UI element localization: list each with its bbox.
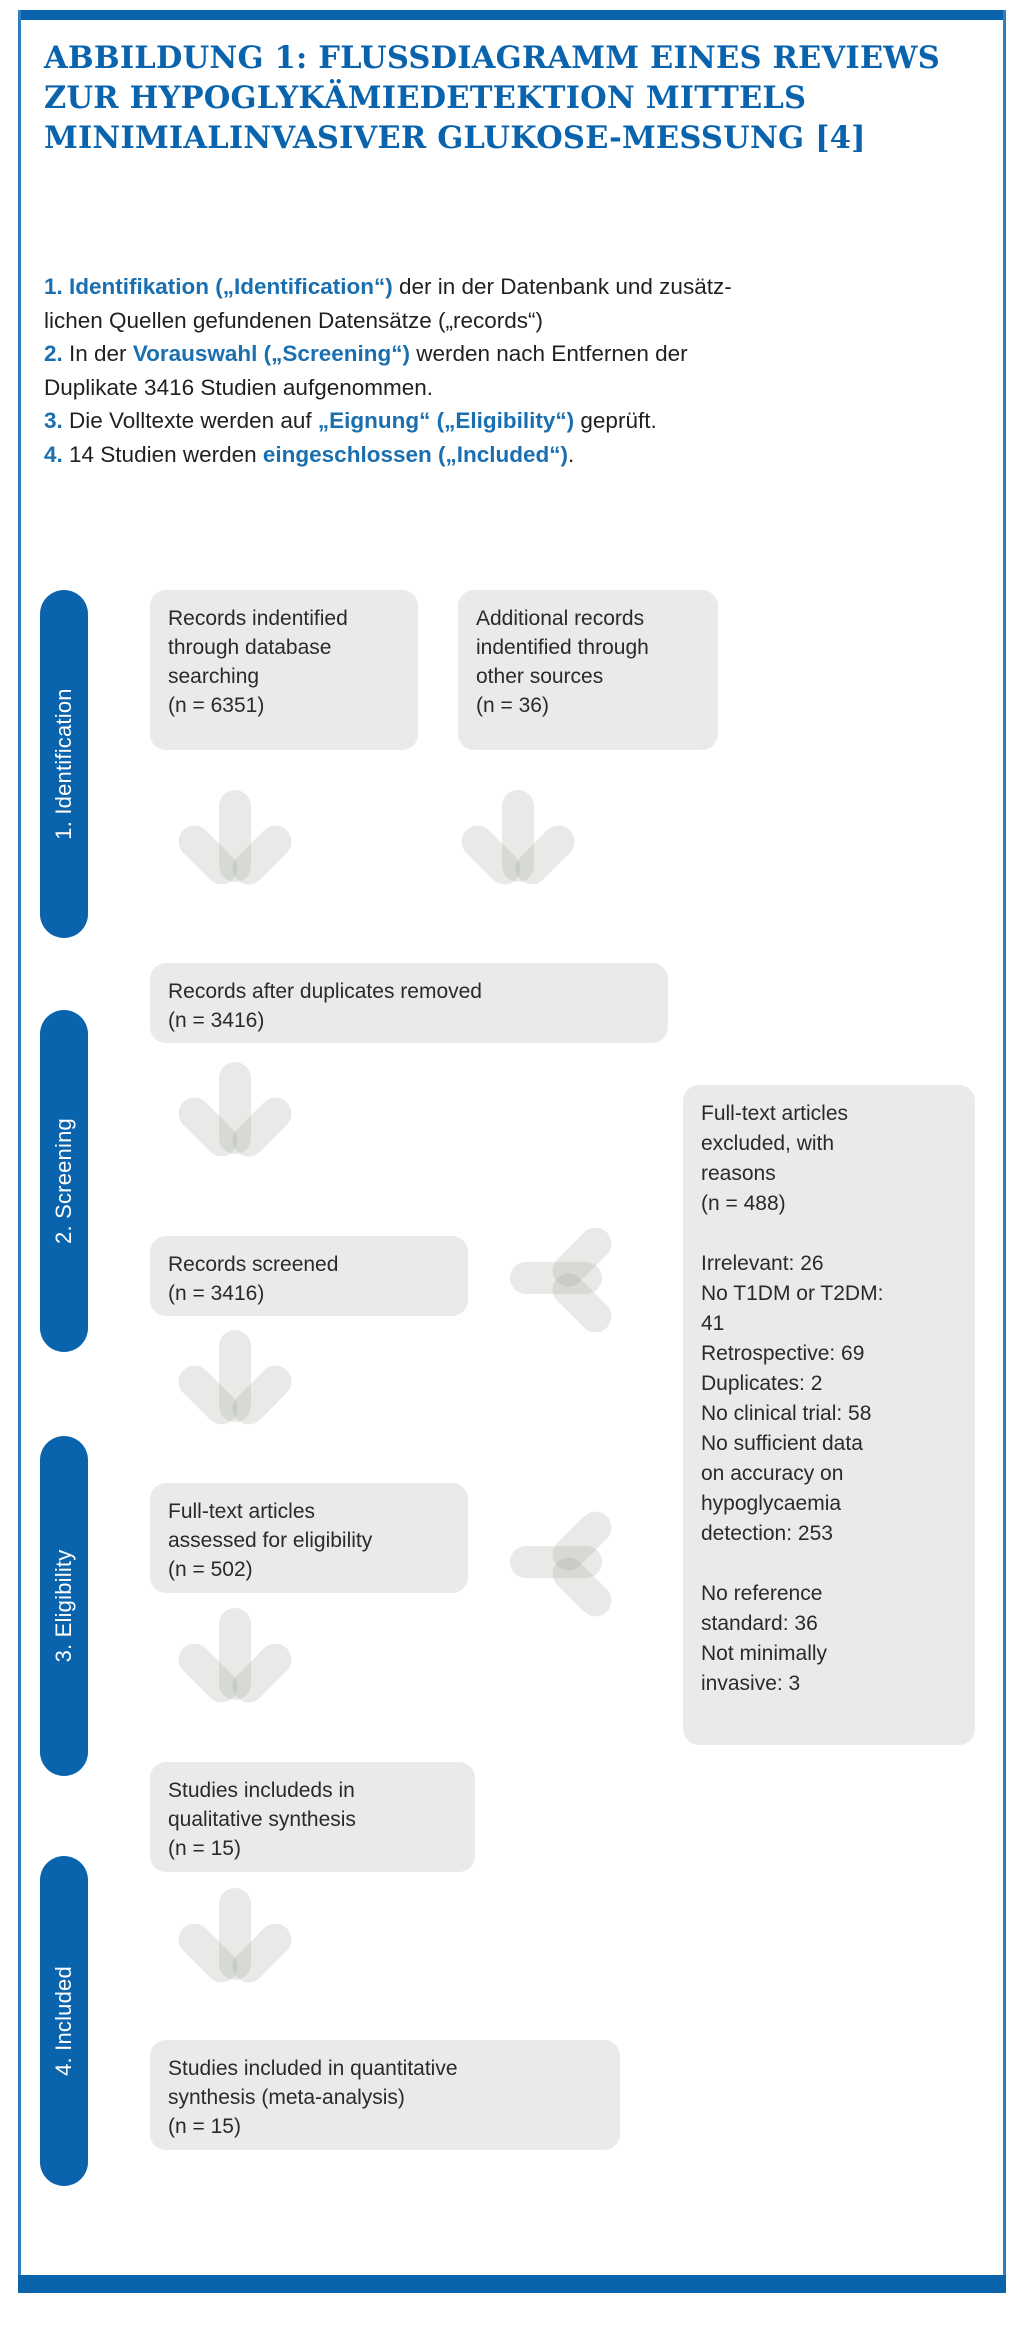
arrow-right-icon-2 [510, 1504, 630, 1624]
frame-bottom-bar [18, 2275, 1006, 2293]
node-records-other-sources: Additional records indentified through o… [458, 590, 718, 750]
caption-1-rest: der in der Datenbank und zusätz- [392, 274, 732, 299]
caption-3-a: Die Volltexte werden auf [62, 408, 318, 433]
node-qualitative-synthesis: Studies includeds in qualitative synthes… [150, 1762, 475, 1872]
arrow-down-icon-2 [454, 790, 582, 896]
node-fulltext-assessed: Full-text articles assessed for eligibil… [150, 1483, 468, 1593]
caption-4-highlight: eingeschlossen („Included“) [262, 441, 568, 467]
caption-2-highlight: Vorauswahl („Screening“) [132, 341, 410, 366]
arrow-down-icon-1 [171, 790, 299, 896]
caption-item-4: 4. 14 Studien werden eingeschlossen („In… [44, 438, 984, 472]
frame-top-bar [18, 10, 1006, 20]
stage-label-identification: 1. Identification [51, 688, 76, 840]
arrow-down-icon-4 [171, 1330, 299, 1436]
node-records-screened: Records screened (n = 3416) [150, 1236, 468, 1316]
caption-2-number: 2. [44, 341, 63, 366]
caption-3-highlight: „Eignung“ („Eligibility“) [317, 408, 575, 433]
stage-pill-screening: 2. Screening [40, 1010, 88, 1352]
caption-4-b: . [567, 441, 575, 467]
stage-label-screening: 2. Screening [51, 1118, 76, 1244]
arrow-down-icon-3 [171, 1062, 299, 1168]
stage-label-eligibility: 3. Eligibility [51, 1549, 76, 1663]
caption-2-b: werden nach Entfernen der [409, 341, 688, 366]
caption-item-3: 3. Die Volltexte werden auf „Eignung“ („… [44, 404, 984, 438]
node-records-after-duplicates: Records after duplicates removed (n = 34… [150, 963, 668, 1043]
frame-right-border [1003, 10, 1006, 2293]
stage-pill-included: 4. Included [40, 1856, 88, 2186]
figure-caption-list: 1. Identifikation („Identification“) der… [44, 270, 984, 471]
arrow-right-icon-1 [510, 1220, 630, 1340]
caption-item-1: 1. Identifikation („Identification“) der… [44, 270, 984, 304]
caption-4-a: 14 Studien werden [62, 441, 263, 467]
node-quantitative-synthesis: Studies included in quantitative synthes… [150, 2040, 620, 2150]
frame-left-border [18, 10, 21, 2293]
stage-label-included: 4. Included [51, 1966, 76, 2076]
caption-item-1-cont: lichen Quellen gefundenen Datensätze („r… [44, 307, 544, 333]
arrow-down-icon-6 [171, 1888, 299, 1994]
caption-3-number: 3. [44, 408, 63, 433]
arrow-down-icon-5 [171, 1608, 299, 1714]
caption-2-a: In der [62, 341, 133, 366]
caption-3-b: geprüft. [574, 408, 657, 433]
caption-item-2: 2. In der Vorauswahl („Screening“) werde… [44, 337, 984, 371]
caption-4-number: 4. [44, 441, 63, 467]
caption-1-highlight: 1. Identifikation („Identification“) [44, 274, 393, 299]
figure-title: Abbildung 1: Flussdiagramm eines Reviews… [44, 40, 940, 156]
node-fulltext-excluded: Full-text articles excluded, with reason… [683, 1085, 975, 1745]
node-records-database: Records indentified through database sea… [150, 590, 418, 750]
stage-pill-identification: 1. Identification [40, 590, 88, 938]
stage-pill-eligibility: 3. Eligibility [40, 1436, 88, 1776]
caption-item-2-cont: Duplikate 3416 Studien aufgenommen. [44, 374, 434, 400]
